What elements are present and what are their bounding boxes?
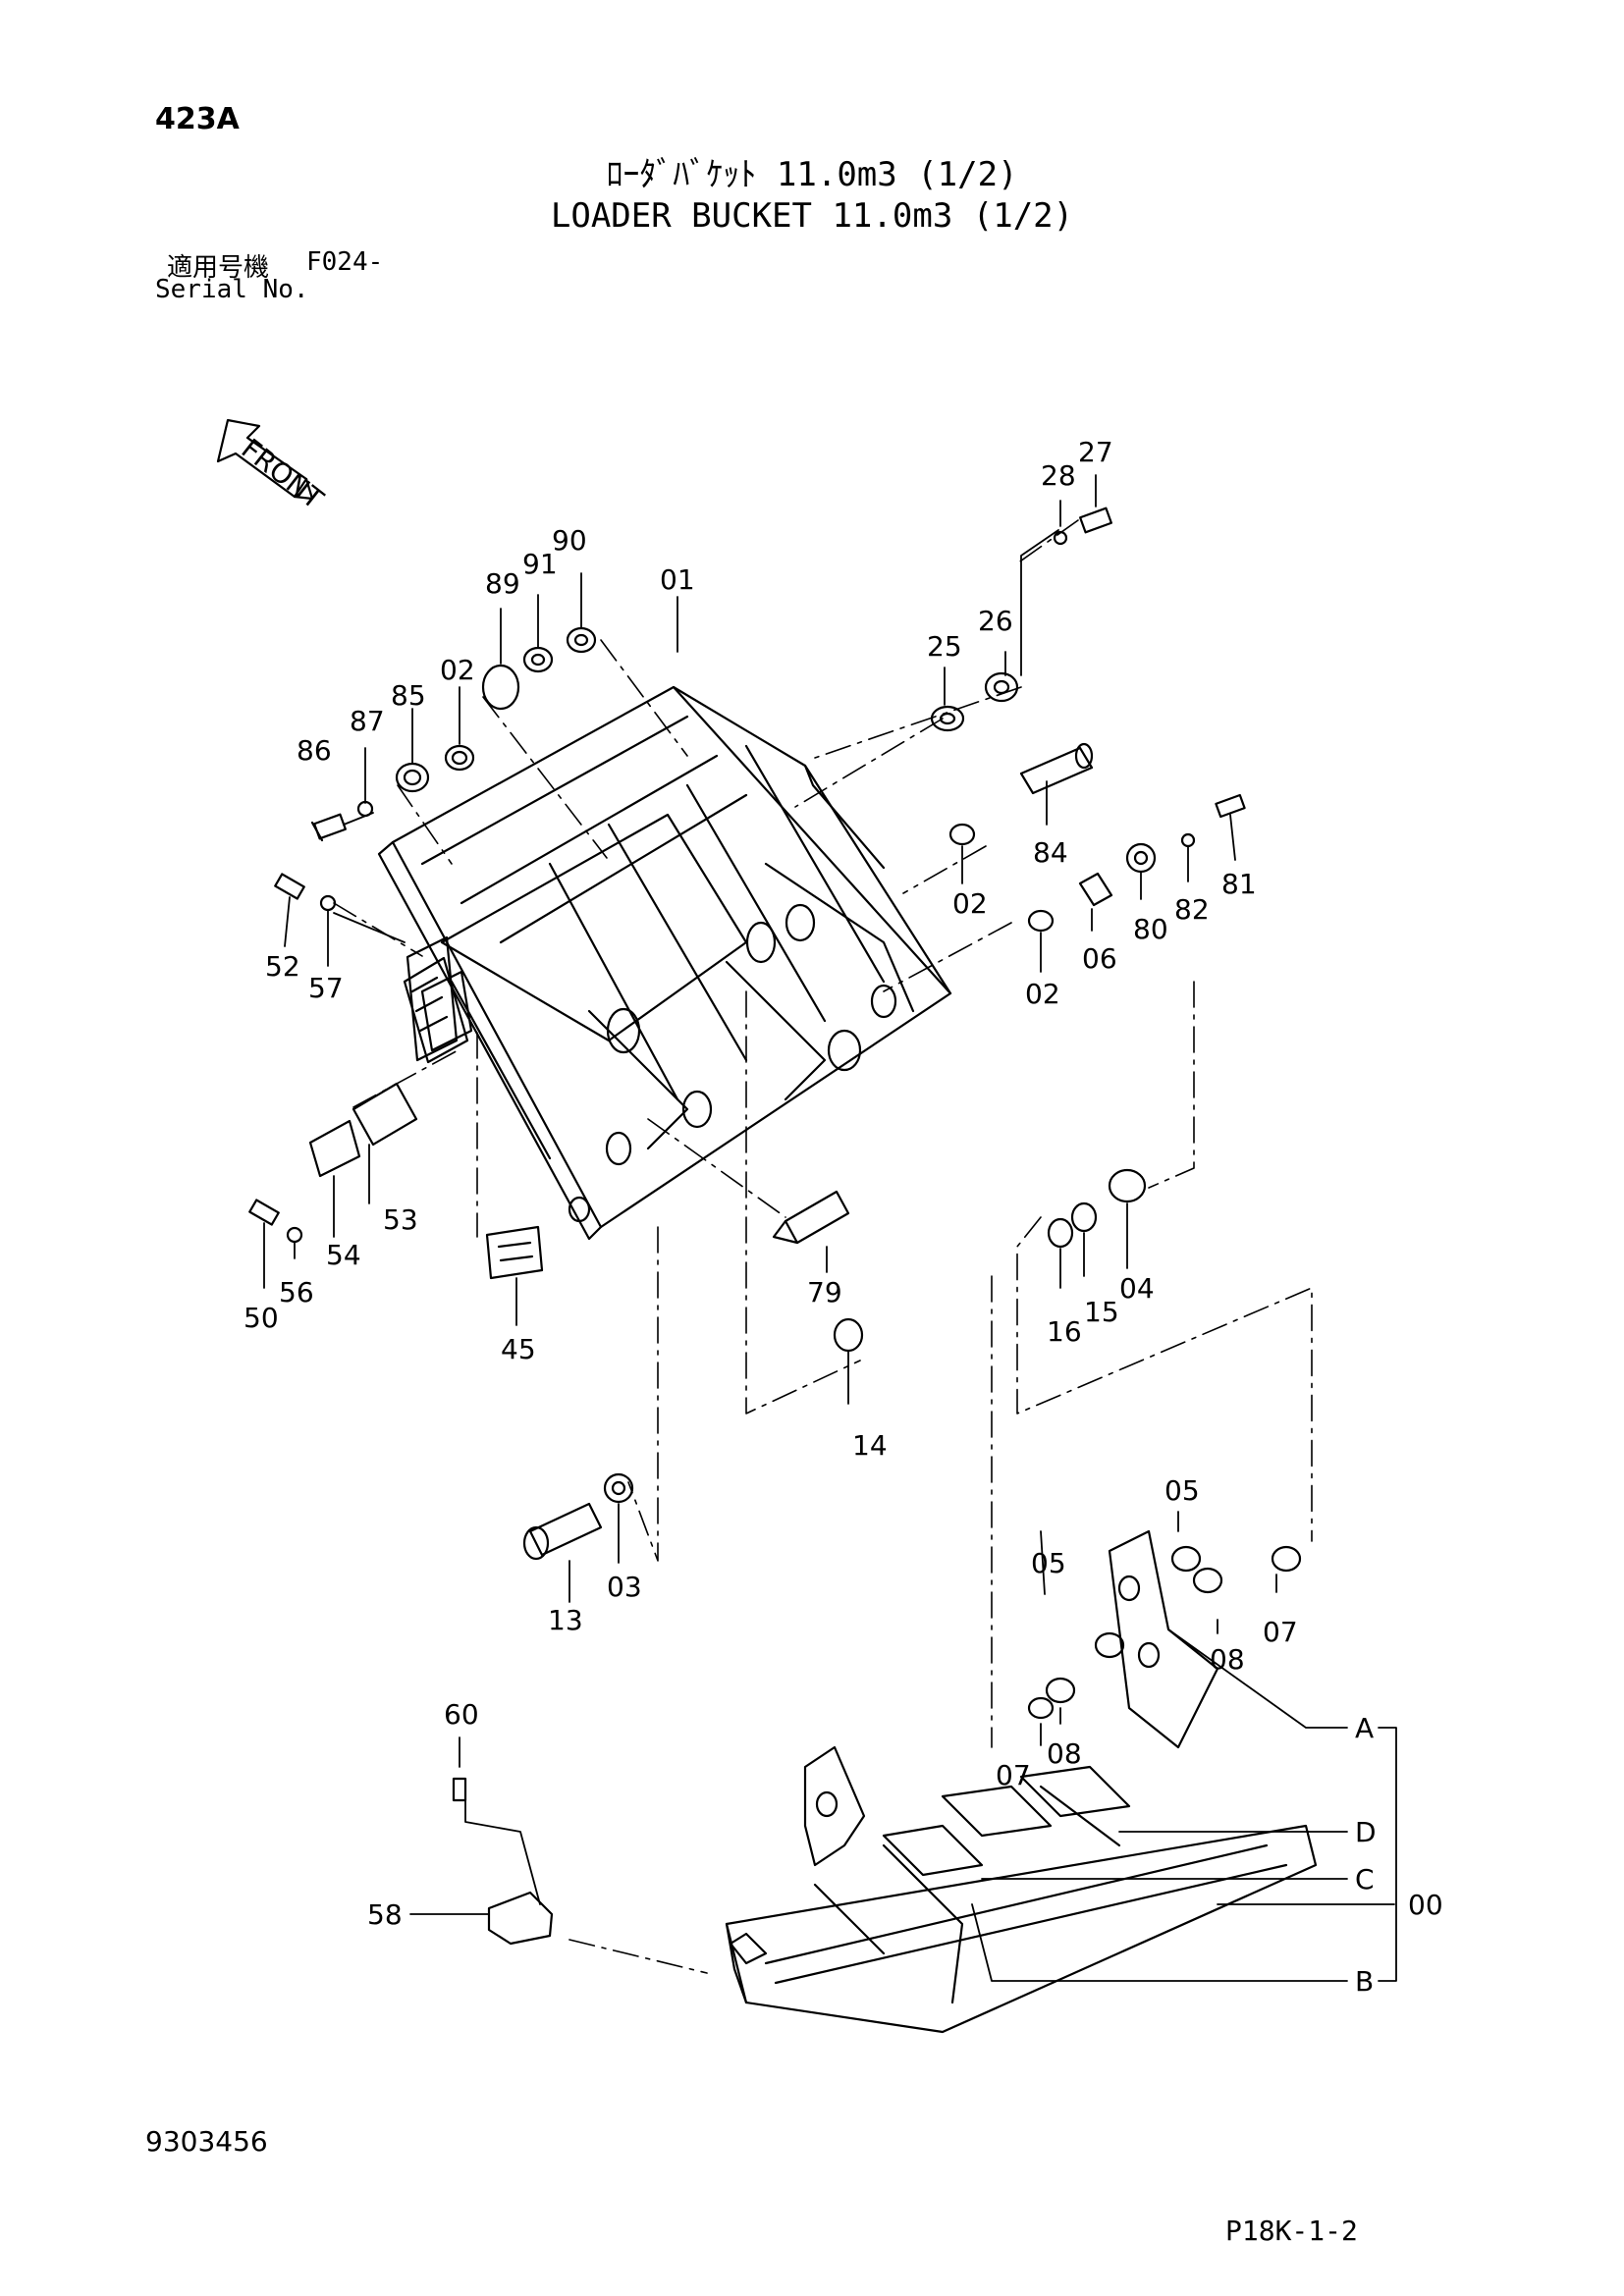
part-label-13: 13	[548, 1604, 583, 1636]
part-label-00: 00	[1408, 1889, 1443, 1921]
serial-label-english: Serial No.	[155, 275, 309, 304]
part-label-04: 04	[1119, 1272, 1155, 1305]
title-english: LOADER BUCKET 11.0m3 (1/2)	[550, 196, 1074, 236]
part-label-79: 79	[807, 1276, 842, 1308]
serial-value: F024-	[306, 247, 384, 277]
sheet-reference: P18K-1-2	[1225, 2215, 1358, 2247]
middle-pins	[522, 1168, 1147, 1561]
front-arrow-icon	[216, 418, 314, 501]
part-label-25: 25	[927, 630, 962, 663]
callout-lines	[971, 1629, 1397, 1982]
part-label-57: 57	[308, 972, 344, 1004]
part-label-89: 89	[485, 567, 520, 600]
part-label-07-right: 07	[1263, 1616, 1298, 1648]
part-label-60: 60	[444, 1698, 479, 1731]
part-label-82: 82	[1174, 893, 1210, 926]
part-number-labels: 01 89 91 90 02 85 87 86 52 57 53 54 56 5…	[244, 436, 1443, 1931]
part-label-07-left: 07	[996, 1759, 1031, 1791]
page-number: 423A	[155, 102, 240, 136]
part-label-87: 87	[350, 705, 385, 737]
upper-right-hardware	[930, 507, 1246, 933]
part-label-27: 27	[1078, 436, 1113, 468]
part-label-14: 14	[852, 1429, 888, 1462]
part-label-90: 90	[552, 524, 587, 557]
part-label-85: 85	[391, 679, 426, 712]
part-label-03: 03	[607, 1571, 642, 1603]
alignment-lines	[333, 519, 1313, 1974]
part-label-05-left: 05	[1031, 1547, 1066, 1579]
part-label-81: 81	[1221, 868, 1257, 900]
part-label-45: 45	[501, 1333, 536, 1365]
callout-letters: A D C B	[1355, 1712, 1377, 1998]
part-label-06: 06	[1082, 942, 1117, 975]
part-label-28: 28	[1041, 459, 1076, 492]
part-label-54: 54	[326, 1239, 361, 1271]
part-label-84: 84	[1033, 836, 1068, 869]
part-label-15: 15	[1084, 1296, 1119, 1328]
part-label-86: 86	[297, 734, 332, 767]
bucket-link-frame	[377, 685, 952, 1241]
serial-label-japanese: 適用号機	[167, 253, 270, 283]
part-label-05-right: 05	[1164, 1474, 1200, 1507]
callout-b: B	[1355, 1965, 1374, 1998]
part-label-80: 80	[1133, 913, 1168, 945]
part-label-01: 01	[660, 563, 695, 596]
leader-lines	[263, 474, 1277, 1915]
left-side-hardware	[248, 873, 544, 1280]
part-label-52: 52	[265, 950, 300, 983]
bucket-body	[725, 1529, 1318, 2034]
part-label-08-left: 08	[1047, 1737, 1082, 1770]
part-label-16: 16	[1047, 1315, 1082, 1348]
part-label-53: 53	[383, 1203, 418, 1236]
part-label-08-right: 08	[1210, 1643, 1245, 1676]
part-label-58: 58	[367, 1898, 403, 1931]
part-label-50: 50	[244, 1302, 279, 1334]
callout-d: D	[1355, 1816, 1377, 1848]
part-label-02-lower: 02	[1025, 978, 1060, 1010]
part-label-26: 26	[978, 605, 1013, 637]
part-label-02-upper: 02	[440, 654, 475, 686]
tooth-hardware	[452, 1777, 554, 1946]
front-label: FRONT	[236, 432, 330, 515]
callout-a: A	[1355, 1712, 1374, 1744]
part-label-56: 56	[279, 1276, 314, 1308]
title-japanese: ﾛｰﾀﾞﾊﾞｹｯﾄ 11.0m3 (1/2)	[606, 155, 1018, 194]
part-label-02-mid: 02	[952, 887, 988, 920]
document-number: 9303456	[145, 2125, 268, 2158]
callout-c: C	[1355, 1863, 1375, 1896]
part-label-91: 91	[522, 548, 558, 580]
